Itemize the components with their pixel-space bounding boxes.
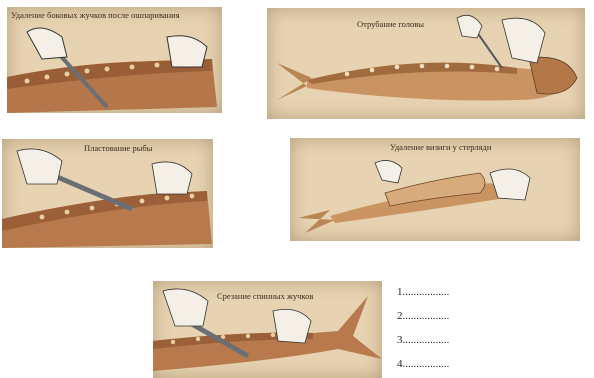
caption-remove-side-scutes: Удаление боковых жучков после ошпаривани…	[11, 10, 180, 20]
illustration-cut-dorsal-scutes: Срезание спинных жучков	[153, 281, 382, 378]
illustration-remove-side-scutes: Удаление боковых жучков после ошпаривани…	[7, 7, 222, 113]
sturgeon-drawing	[267, 8, 585, 119]
answer-blank-3: 3.................	[397, 334, 449, 346]
caption-cut-dorsal-scutes: Срезание спинных жучков	[217, 291, 313, 301]
answer-blank-4: 4.................	[397, 358, 449, 370]
answer-blank-2: 2.................	[397, 310, 449, 322]
caption-cut-off-head: Отрубание головы	[357, 19, 424, 29]
illustration-remove-notochord: Удаление визиги у стерляди	[290, 138, 580, 241]
sterlet-drawing	[290, 138, 580, 241]
illustration-cut-off-head: Отрубание головы	[267, 8, 585, 119]
answer-blank-1: 1.................	[397, 286, 449, 298]
illustration-filleting-fish: Пластование рыбы	[2, 139, 213, 248]
fish-fillet-drawing	[7, 7, 222, 113]
caption-filleting-fish: Пластование рыбы	[84, 143, 152, 153]
fish-filleting-drawing	[2, 139, 213, 248]
caption-remove-notochord: Удаление визиги у стерляди	[390, 142, 491, 152]
